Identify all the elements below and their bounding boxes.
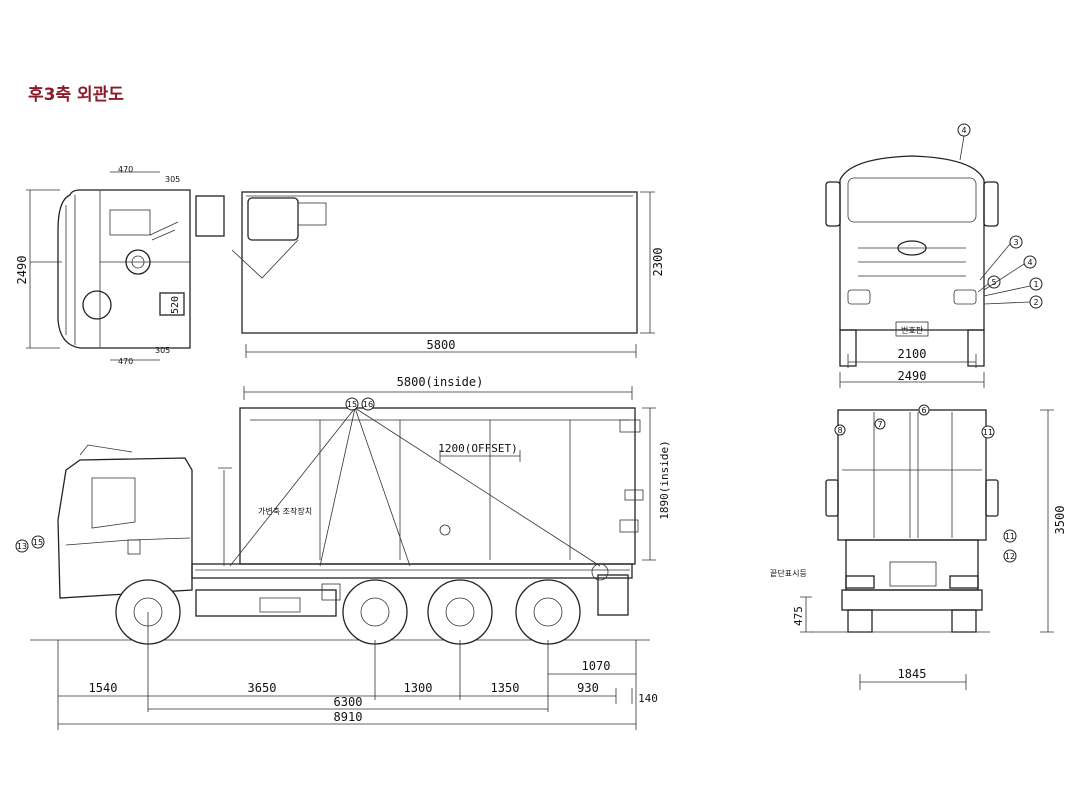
top-tiny-dim-1: 470 <box>118 165 133 174</box>
dim-wheelbase: 6300 <box>334 695 363 709</box>
rear-bubble-12: 12 <box>1005 552 1015 561</box>
top-body-width-dim: 2300 <box>651 248 665 277</box>
rear-bubble-6: 6 <box>921 406 926 415</box>
rear-ground-dim: 475 <box>792 606 805 626</box>
side-bubble-13: 13 <box>17 542 27 551</box>
front-track-dim: 2100 <box>898 347 927 361</box>
top-body-length-dim: 5800 <box>427 338 456 352</box>
dim-axle-2: 1350 <box>491 681 520 695</box>
top-tiny-dim-2: 305 <box>165 175 180 184</box>
dim-front-overhang: 1540 <box>89 681 118 695</box>
side-view: 1200(OFFSET) 5800(inside) 1890(inside) 가… <box>15 375 671 730</box>
side-bubble-15b: 15 <box>33 538 43 547</box>
side-offset-dim: 1200(OFFSET) <box>438 442 517 455</box>
front-bubble-5: 5 <box>991 278 996 287</box>
rear-bubble-7: 7 <box>877 420 882 429</box>
dim-rear-140: 140 <box>638 692 658 705</box>
top-width-dim: 2490 <box>15 256 29 285</box>
front-plate: 번호판 <box>901 326 924 335</box>
rear-bubble-11: 11 <box>1005 532 1015 541</box>
rear-height-dim: 3500 <box>1053 506 1067 535</box>
rear-track-dim: 1845 <box>898 667 927 681</box>
top-small-dim: 520 <box>170 296 181 314</box>
front-bubble-3: 3 <box>1013 238 1018 247</box>
dim-axle-1: 1300 <box>404 681 433 695</box>
dim-rear-930: 930 <box>577 681 599 695</box>
top-tiny-dim-3: 470 <box>118 357 133 366</box>
rear-bubble-8: 8 <box>837 426 842 435</box>
front-bubble-4: 4 <box>961 126 966 135</box>
dim-overall: 8910 <box>334 710 363 724</box>
dim-wheelbase-1: 3650 <box>248 681 277 695</box>
side-inside-length-dim: 5800(inside) <box>397 375 484 389</box>
top-view: 2490 520 470 305 470 305 2300 5800 <box>15 165 665 366</box>
side-device-label: 가변축 조작장치 <box>258 506 312 516</box>
side-bubble-15: 15 <box>347 400 357 409</box>
side-inside-height-dim: 1890(inside) <box>658 440 671 519</box>
front-bubble-1: 1 <box>1033 280 1038 289</box>
front-width-dim: 2490 <box>898 369 927 383</box>
page-title: 후3축 외관도 <box>28 85 124 105</box>
rear-view: 끝단표시등 475 3500 1845 11 12 8 7 6 11 <box>770 404 1067 690</box>
front-view: 번호판 2100 2490 4 3 4 5 1 2 <box>825 123 1043 388</box>
rear-bubble-11b: 11 <box>983 428 993 437</box>
side-bubble-16: 16 <box>363 400 373 409</box>
top-tiny-dim-4: 305 <box>155 346 170 355</box>
front-bubble-4b: 4 <box>1027 258 1032 267</box>
rear-lamp-label: 끝단표시등 <box>770 568 807 578</box>
dim-rear-1070: 1070 <box>582 659 611 673</box>
front-bubble-2: 2 <box>1033 298 1038 307</box>
